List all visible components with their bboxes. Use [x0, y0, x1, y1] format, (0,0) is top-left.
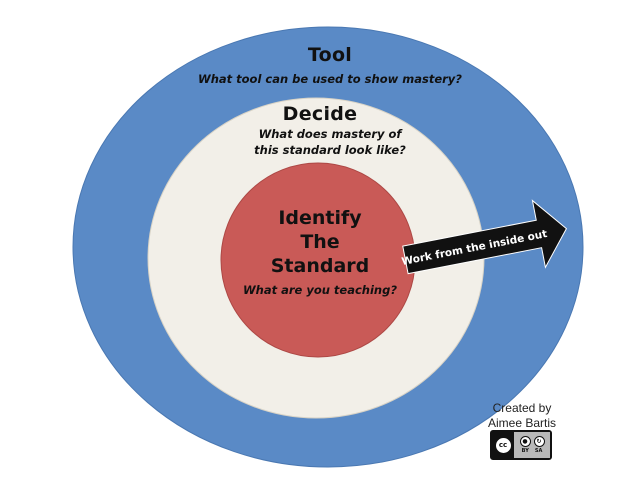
arrow-shape: [402, 199, 568, 275]
cc-icons-row: ● ↻: [519, 436, 545, 447]
credit-line2: Aimee Bartis: [487, 416, 557, 430]
cc-badge-left: cc: [492, 432, 514, 458]
cc-term-sa: SA: [534, 448, 543, 454]
middle-ring-title: Decide: [282, 103, 358, 125]
outer-ring-subtitle: What tool can be used to show mastery?: [198, 72, 462, 86]
inner-circle-subtitle: What are you teaching?: [242, 283, 398, 297]
inner-circle-title-line2: The: [300, 231, 340, 253]
cc-badge-right: ● ↻ BY SA: [514, 432, 550, 458]
cc-license-badge: cc ● ↻ BY SA: [490, 430, 552, 460]
by-icon: ●: [519, 436, 531, 447]
middle-ring-subtitle-line2: this standard look like?: [254, 143, 406, 157]
outer-ring-title: Tool: [307, 44, 353, 66]
inner-circle-title-line3: Standard: [270, 255, 370, 277]
credit-line1: Created by: [492, 401, 552, 415]
cc-terms-row: BY SA: [522, 448, 543, 454]
sa-icon: ↻: [533, 436, 545, 447]
cc-icon: cc: [495, 437, 511, 453]
inner-circle-title-line1: Identify: [278, 207, 362, 229]
cc-term-by: BY: [521, 448, 529, 454]
middle-ring-subtitle-line1: What does mastery of: [258, 127, 402, 141]
